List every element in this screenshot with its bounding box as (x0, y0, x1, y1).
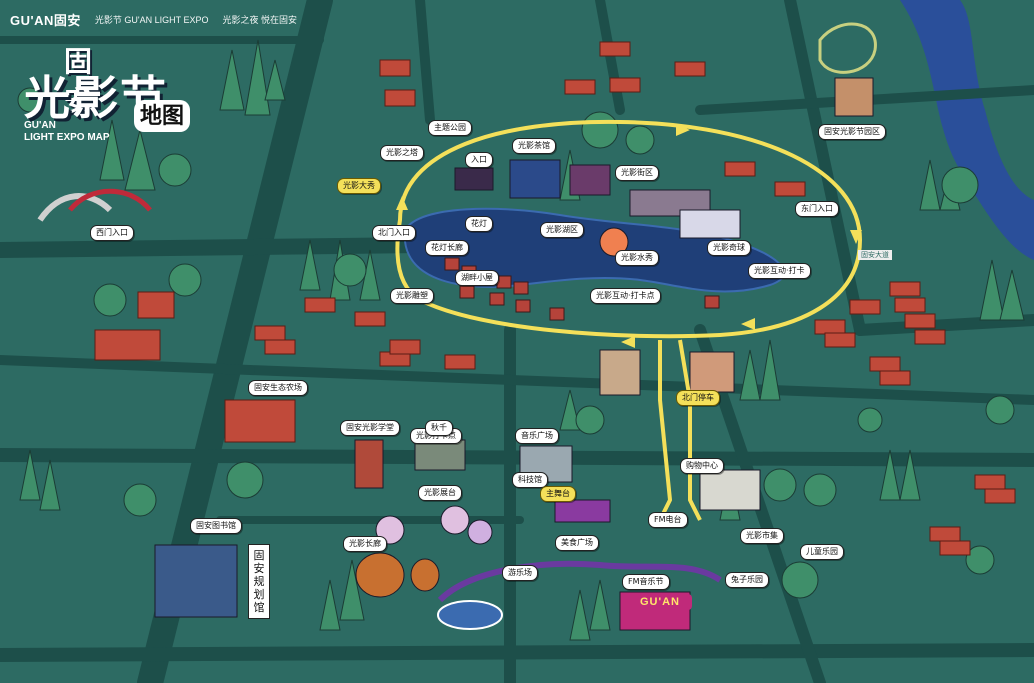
route-arrows (396, 124, 862, 348)
label-lantern-sign[interactable]: 北门停车 (676, 390, 720, 406)
pond (437, 600, 503, 630)
title-en: GU'AN LIGHT EXPO MAP (24, 120, 110, 144)
label-farm[interactable]: 固安生态农场 (248, 380, 308, 396)
title-suffix: 地图 (134, 100, 190, 132)
label-magic-ball[interactable]: 光影奇球 (707, 240, 751, 256)
label-lake-walk[interactable]: 花灯长廊 (425, 240, 469, 256)
label-island-house[interactable]: 湖畔小屋 (455, 270, 499, 286)
planning-hall-sign[interactable]: 固安规划馆 (248, 544, 270, 619)
label-tea-house[interactable]: 光影茶馆 (512, 138, 556, 154)
label-lights-tree[interactable]: 光影互动·打卡 (748, 263, 811, 279)
label-science-center[interactable]: 科技馆 (512, 472, 548, 488)
brand-bar: GU'AN固安 光影节 GU'AN LIGHT EXPO 光影之夜 悦在固安 (10, 10, 297, 29)
label-lake-stage[interactable]: 光影水秀 (615, 250, 659, 266)
title-en-line2: LIGHT EXPO MAP (24, 132, 110, 143)
label-gazebo-sign[interactable]: 光影互动·打卡点 (590, 288, 661, 304)
label-swing[interactable]: 秋千 (425, 420, 453, 436)
label-sign-jr[interactable]: 花灯 (465, 216, 493, 232)
label-music-hall[interactable]: 音乐广场 (515, 428, 559, 444)
houses (94, 41, 1016, 556)
label-garden-sign[interactable]: 入口 (465, 152, 493, 168)
label-west-gate[interactable]: 西门入口 (90, 225, 134, 241)
label-light-tower[interactable]: 光影之塔 (380, 145, 424, 161)
arch-bridge (68, 188, 152, 212)
label-fountain-sign[interactable]: 光影雕塑 (390, 288, 434, 304)
trees (17, 39, 1025, 641)
playground-path (437, 560, 722, 603)
label-park-gate[interactable]: 主题公园 (428, 120, 472, 136)
slogan: 光影之夜 悦在固安 (222, 15, 297, 25)
label-welcome-gate[interactable]: 北门入口 (372, 225, 416, 241)
label-fm-stage[interactable]: FM音乐节 (622, 574, 670, 590)
label-lantern-gallery[interactable]: 光影长廊 (343, 536, 387, 552)
label-rabbit-park[interactable]: 兔子乐园 (725, 572, 769, 588)
track (818, 22, 877, 74)
label-school[interactable]: 固安光影学堂 (340, 420, 400, 436)
road-sign: 固安大道 (858, 250, 892, 260)
label-fm-radio[interactable]: FM电台 (648, 512, 688, 528)
label-light-street[interactable]: 光影街区 (615, 165, 659, 181)
river (900, 0, 1034, 260)
label-playground[interactable]: 游乐场 (502, 565, 538, 581)
label-shopping[interactable]: 购物中心 (680, 458, 724, 474)
co-logo: 光影节 GU'AN LIGHT EXPO (94, 15, 209, 25)
brand-logo: GU'AN固安 (10, 13, 81, 28)
label-east-gate[interactable]: 东门入口 (795, 201, 839, 217)
title-line1: 固安 (64, 45, 95, 118)
stage-marquee: GU'AN (628, 594, 692, 610)
label-light-booth[interactable]: 光影展台 (418, 485, 462, 501)
title-en-line1: GU'AN (24, 120, 56, 131)
label-library[interactable]: 固安图书馆 (190, 518, 242, 534)
loop-route (395, 119, 862, 521)
label-toy-sign[interactable]: 儿童乐园 (800, 544, 844, 560)
label-love-lock[interactable]: 光影湖区 (540, 222, 584, 238)
label-food-court[interactable]: 美食广场 (555, 535, 599, 551)
label-light-show[interactable]: 光影大秀 (337, 178, 381, 194)
label-stage[interactable]: 主舞台 (540, 486, 576, 502)
label-ent-garden[interactable]: 固安光影节园区 (818, 124, 886, 140)
slide (37, 193, 113, 222)
label-market[interactable]: 光影市集 (740, 528, 784, 544)
